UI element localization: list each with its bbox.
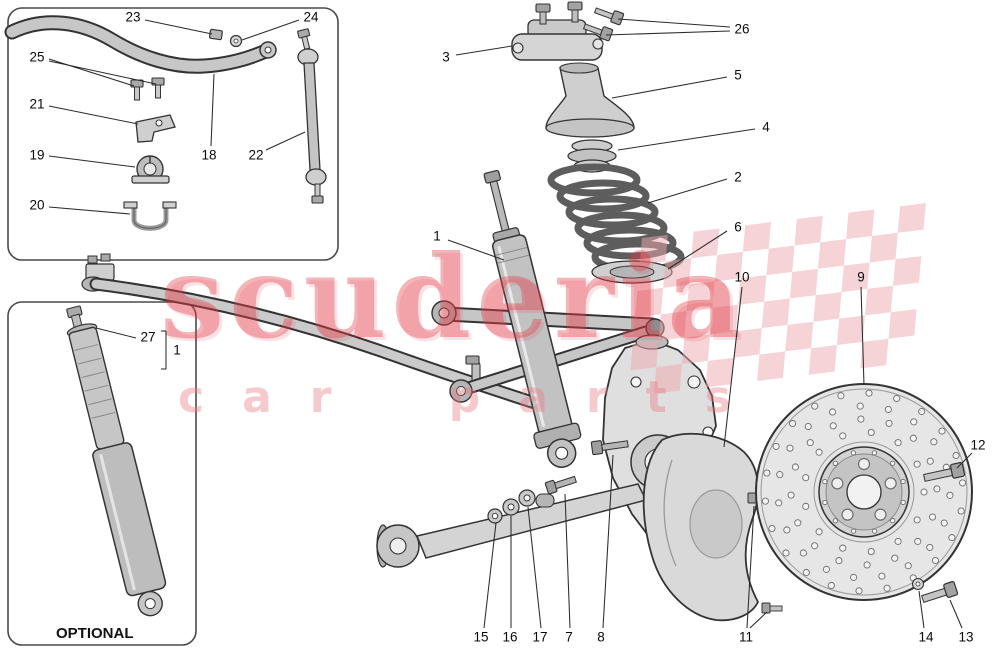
callout-7[interactable]: 7 xyxy=(565,629,573,645)
coil-spring xyxy=(547,163,685,274)
callout-15[interactable]: 15 xyxy=(473,629,489,645)
arm-washers xyxy=(487,489,536,524)
optional-box-artwork xyxy=(7,301,197,646)
bolt-washer xyxy=(911,577,925,591)
callout-1[interactable]: 1 xyxy=(173,342,181,358)
disc-drill-holes xyxy=(761,389,967,595)
callout-10[interactable]: 10 xyxy=(734,269,750,285)
optional-box xyxy=(7,301,197,646)
arm-bolt xyxy=(544,475,577,495)
callout-20[interactable]: 20 xyxy=(29,197,45,213)
callout-14[interactable]: 14 xyxy=(918,629,934,645)
brake-shield xyxy=(642,432,760,622)
callout-3[interactable]: 3 xyxy=(442,49,450,65)
callout-6[interactable]: 6 xyxy=(734,219,742,235)
callout-21[interactable]: 21 xyxy=(29,96,45,112)
callout-17[interactable]: 17 xyxy=(532,629,548,645)
bar-bushing xyxy=(131,155,170,184)
drop-link xyxy=(297,28,327,204)
callout-5[interactable]: 5 xyxy=(734,67,742,83)
top-mount xyxy=(511,1,604,61)
callout-18[interactable]: 18 xyxy=(201,147,217,163)
callout-26[interactable]: 26 xyxy=(734,21,750,37)
shock-absorber xyxy=(483,169,582,468)
callout-9[interactable]: 9 xyxy=(857,269,865,285)
stabilizer-bar xyxy=(4,15,277,74)
callout-27[interactable]: 27 xyxy=(140,329,156,345)
callout-22[interactable]: 22 xyxy=(248,147,264,163)
callout-25[interactable]: 25 xyxy=(29,49,45,65)
bar-washer xyxy=(229,34,243,48)
callout-2[interactable]: 2 xyxy=(734,169,742,185)
brake-disc xyxy=(755,383,973,601)
callout-23[interactable]: 23 xyxy=(125,9,141,25)
optional-shock-absorber xyxy=(66,305,167,617)
dust-boot xyxy=(545,62,635,138)
mount-bracket xyxy=(135,114,176,143)
callout-24[interactable]: 24 xyxy=(303,9,319,25)
callout-16[interactable]: 16 xyxy=(502,629,518,645)
mount-bolts xyxy=(582,7,625,42)
knuckle-bolt xyxy=(590,440,629,456)
callout-8[interactable]: 8 xyxy=(597,629,605,645)
optional-label: OPTIONAL xyxy=(56,625,134,642)
callout-4[interactable]: 4 xyxy=(762,119,770,135)
caliper-bolt xyxy=(921,581,959,604)
callout-11[interactable]: 11 xyxy=(738,629,754,645)
callout-13[interactable]: 13 xyxy=(958,629,974,645)
callout-12[interactable]: 12 xyxy=(970,437,986,453)
callout-19[interactable]: 19 xyxy=(29,147,45,163)
callout-1[interactable]: 1 xyxy=(433,228,441,244)
bushing-clamp xyxy=(123,201,177,231)
disc-bolt xyxy=(923,461,966,482)
inset-box xyxy=(7,7,339,261)
inset-box-artwork xyxy=(4,7,339,261)
